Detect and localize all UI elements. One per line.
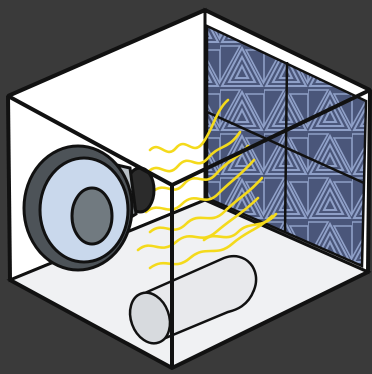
speaker-dust-cap bbox=[72, 188, 112, 244]
